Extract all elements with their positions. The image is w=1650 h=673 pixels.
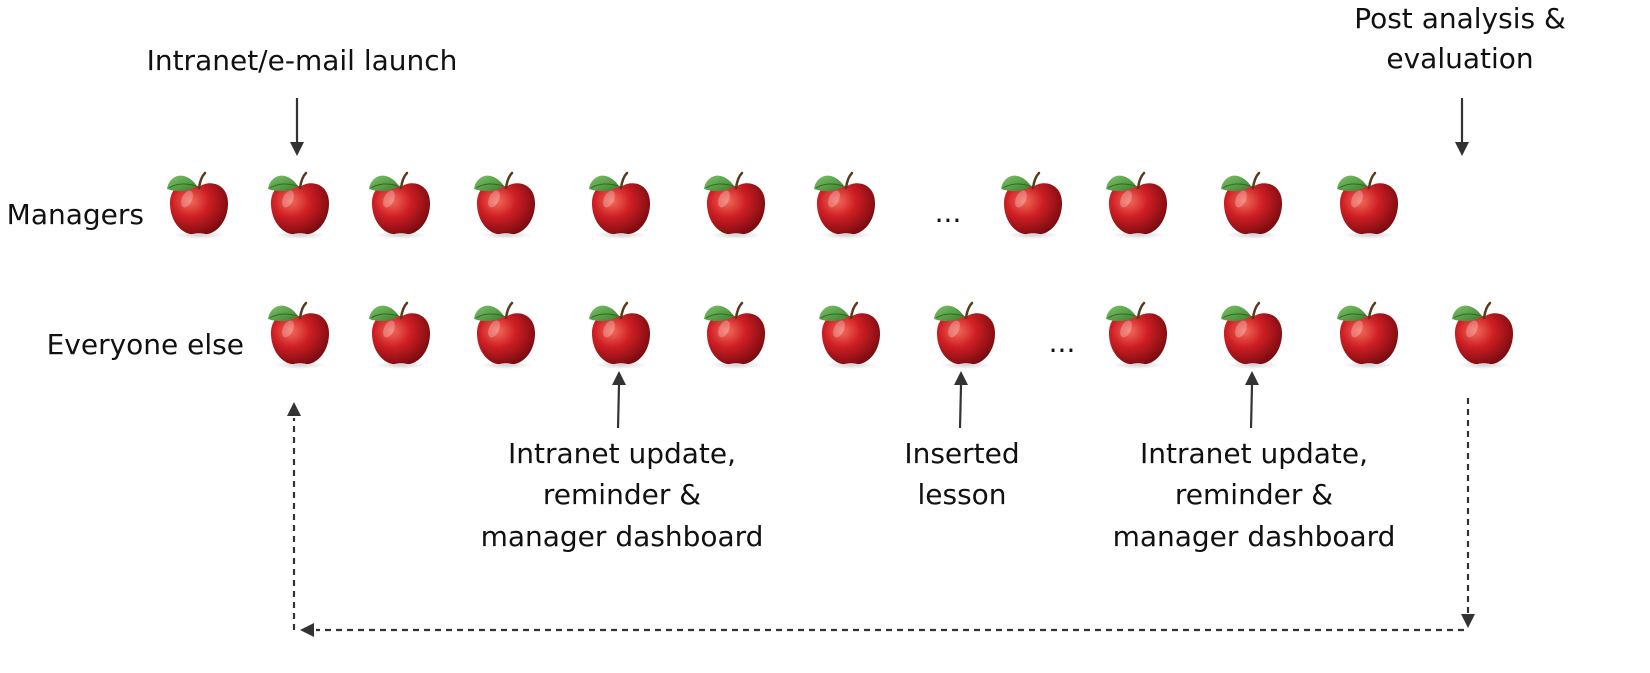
apple-icon-managers-8	[1001, 171, 1064, 239]
apple-icon-everyone-else-3	[474, 301, 537, 369]
update2-label-line1: Intranet update,	[1140, 437, 1368, 470]
apple-icon-everyone-else-8	[1106, 301, 1169, 369]
post-analysis-label-line2: evaluation	[1386, 42, 1533, 75]
inserted-arrow-head	[954, 371, 968, 385]
managers-ellipsis: ...	[935, 196, 962, 229]
apple-icon-managers-5	[589, 171, 652, 239]
loop-left-head	[287, 402, 301, 416]
update1-label-line2: reminder &	[543, 478, 701, 511]
apple-icon-everyone-else-5	[704, 301, 767, 369]
apple-icon-managers-11	[1337, 171, 1400, 239]
apple-icon-everyone-else-1	[268, 301, 331, 369]
everyone-else-ellipsis: ...	[1049, 326, 1076, 359]
update1-arrow-head	[612, 371, 626, 385]
inserted-label-line2: lesson	[917, 478, 1006, 511]
apple-icon-managers-2	[268, 171, 331, 239]
apple-icon-everyone-else-9	[1221, 301, 1284, 369]
launch-label: Intranet/e-mail launch	[147, 44, 458, 77]
inserted-label-line1: Inserted	[904, 437, 1019, 470]
apple-icon-managers-10	[1221, 171, 1284, 239]
launch-arrow-head	[290, 142, 304, 156]
update2-label-line2: reminder &	[1175, 478, 1333, 511]
apple-icon-everyone-else-11	[1452, 301, 1515, 369]
update1-arrow-shaft	[616, 384, 621, 429]
apple-icon-managers-7	[814, 171, 877, 239]
apple-icon-managers-1	[167, 171, 230, 239]
apple-icon-managers-6	[704, 171, 767, 239]
row-label-managers: Managers	[7, 198, 144, 231]
update2-arrow-shaft	[1249, 384, 1254, 429]
arrow-layer	[287, 98, 1475, 637]
apple-icon-everyone-else-6	[819, 301, 882, 369]
update1-label-line3: manager dashboard	[481, 520, 764, 553]
update2-arrow-head	[1245, 371, 1259, 385]
apple-icon-everyone-else-7	[934, 301, 997, 369]
apple-icon-everyone-else-4	[589, 301, 652, 369]
row-label-everyone-else: Everyone else	[47, 328, 244, 361]
apple-icon-managers-3	[369, 171, 432, 239]
apple-icon-managers-4	[474, 171, 537, 239]
loop-right-head	[1461, 614, 1475, 628]
apple-icon-everyone-else-2	[369, 301, 432, 369]
update1-label-line1: Intranet update,	[508, 437, 736, 470]
apple-layer	[167, 171, 1515, 369]
inserted-arrow-shaft	[958, 384, 963, 429]
post-analysis-arrow-head	[1455, 142, 1469, 156]
post-analysis-label-line1: Post analysis &	[1354, 2, 1566, 35]
apple-icon-everyone-else-10	[1337, 301, 1400, 369]
update2-label-line3: manager dashboard	[1113, 520, 1396, 553]
loop-bottom-head	[300, 623, 314, 637]
apple-icon-managers-9	[1106, 171, 1169, 239]
